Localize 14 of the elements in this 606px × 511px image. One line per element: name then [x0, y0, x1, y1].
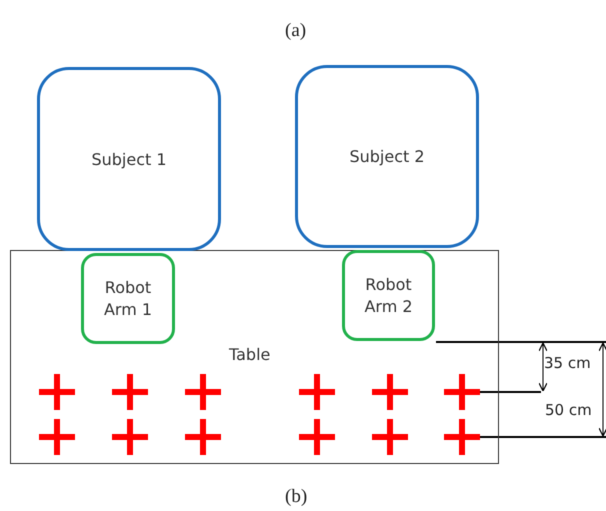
panel-label: (a)	[285, 20, 306, 42]
box-label: Robot Arm 1	[102, 276, 154, 320]
box-label: Subject 1	[91, 150, 167, 168]
dimension-label: 50 cm	[545, 401, 592, 419]
dimension-label: 35 cm	[544, 354, 591, 372]
panel-label: (b)	[285, 486, 308, 508]
subject-box	[37, 67, 221, 251]
robot-arm-box	[81, 253, 175, 344]
robot-arm-box	[342, 250, 435, 341]
box-label: Subject 2	[349, 147, 425, 166]
subject-box	[295, 65, 479, 248]
table-outline	[10, 250, 499, 464]
box-label: Robot Arm 2	[363, 274, 414, 318]
box-label: Table	[229, 345, 270, 364]
